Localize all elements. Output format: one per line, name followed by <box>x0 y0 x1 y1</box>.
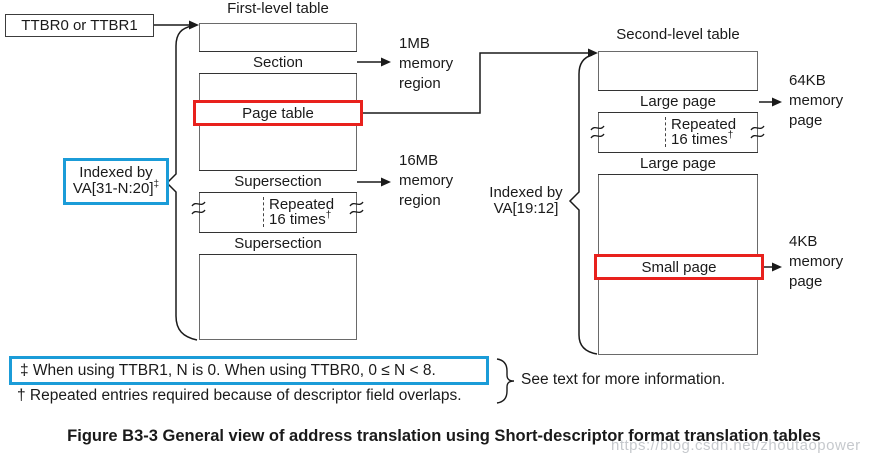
output-16mb-line1: 16MB <box>399 152 439 169</box>
output-4kb-line3: page <box>789 273 823 290</box>
ttbr-box-label: TTBR0 or TTBR1 <box>21 16 138 34</box>
footnote-brace <box>496 358 515 404</box>
output-64kb-line3: page <box>789 112 823 129</box>
indexed-by-va-19-12-label: Indexed by VA[19:12] <box>483 185 569 217</box>
row-supersection-1-label: Supersection <box>234 173 322 190</box>
output-64kb-line2: memory <box>789 92 844 109</box>
output-16mb-memory-region: 16MB memory region <box>399 151 453 211</box>
row-large-page-1: Large page <box>598 90 758 113</box>
second-level-index-bracket <box>568 54 598 355</box>
row-supersection-2-label: Supersection <box>234 235 322 252</box>
output-64kb-line1: 64KB <box>789 72 826 89</box>
row-page-table-highlighted: Page table <box>193 100 363 126</box>
row-section-label: Section <box>252 54 304 71</box>
row-section: Section <box>199 51 357 74</box>
output-1mb-line2: memory <box>399 55 454 72</box>
repeated-16-times-note-1: Repeated 16 times† <box>263 197 334 227</box>
second-level-table <box>598 51 758 355</box>
indexed1-line1: Indexed by <box>79 164 153 181</box>
repeated-line1: Repeated <box>269 196 335 213</box>
indexed2-line1: Indexed by <box>489 184 563 201</box>
double-dagger-superscript: ‡ <box>153 179 160 190</box>
output-4kb-line2: memory <box>789 253 844 270</box>
row-small-page-label: Small page <box>641 258 717 276</box>
output-16mb-line3: region <box>399 192 441 209</box>
footnote-ddagger-highlighted: ‡ When using TTBR1, N is 0. When using T… <box>9 356 489 385</box>
output-64kb-memory-page: 64KB memory page <box>789 71 843 131</box>
output-1mb-line1: 1MB <box>399 35 430 52</box>
see-text-note: See text for more information. <box>521 371 726 388</box>
arrowheads <box>189 20 782 272</box>
dagger-superscript-2: † <box>727 130 734 141</box>
row-supersection-1: Supersection <box>199 170 357 193</box>
dagger-superscript: † <box>325 210 332 221</box>
second-level-table-title: Second-level table <box>616 26 740 43</box>
watermark-url: https://blog.csdn.net/zhoutaopower <box>611 437 861 454</box>
figure-caption: Figure B3-3 General view of address tran… <box>67 427 821 445</box>
row-page-table-label: Page table <box>242 104 314 122</box>
repeated-line2: 16 times† <box>269 210 332 228</box>
output-1mb-memory-region: 1MB memory region <box>399 34 453 94</box>
row-large-page-2: Large page <box>598 152 758 175</box>
repeated-16-times-note-2: Repeated 16 times† <box>665 117 736 147</box>
repeated2-line1: Repeated <box>671 116 737 133</box>
table-break-marks <box>191 125 765 215</box>
first-level-table-title: First-level table <box>227 0 329 17</box>
output-1mb-line3: region <box>399 75 441 92</box>
footnote-ddagger-text: ‡ When using TTBR1, N is 0. When using T… <box>20 361 436 379</box>
page-table-to-second-table-line <box>363 52 589 114</box>
indexed-by-va-31-n-20-callout: Indexed by VA[31-N:20]‡ <box>63 158 169 205</box>
output-16mb-line2: memory <box>399 172 454 189</box>
first-level-index-bracket <box>165 25 198 341</box>
repeated2-line2: 16 times† <box>671 130 734 148</box>
indexed2-line2: VA[19:12] <box>493 200 559 217</box>
row-small-page-highlighted: Small page <box>594 254 764 280</box>
indexed1-line2: VA[31-N:20]‡ <box>72 179 160 197</box>
footnote-dagger-text: † Repeated entries required because of d… <box>17 387 462 404</box>
row-supersection-2: Supersection <box>199 232 357 255</box>
output-4kb-line1: 4KB <box>789 233 818 250</box>
ttbr-box: TTBR0 or TTBR1 <box>5 14 154 37</box>
row-large-page-1-label: Large page <box>640 93 716 110</box>
row-large-page-2-label: Large page <box>640 155 716 172</box>
output-4kb-memory-page: 4KB memory page <box>789 232 843 292</box>
